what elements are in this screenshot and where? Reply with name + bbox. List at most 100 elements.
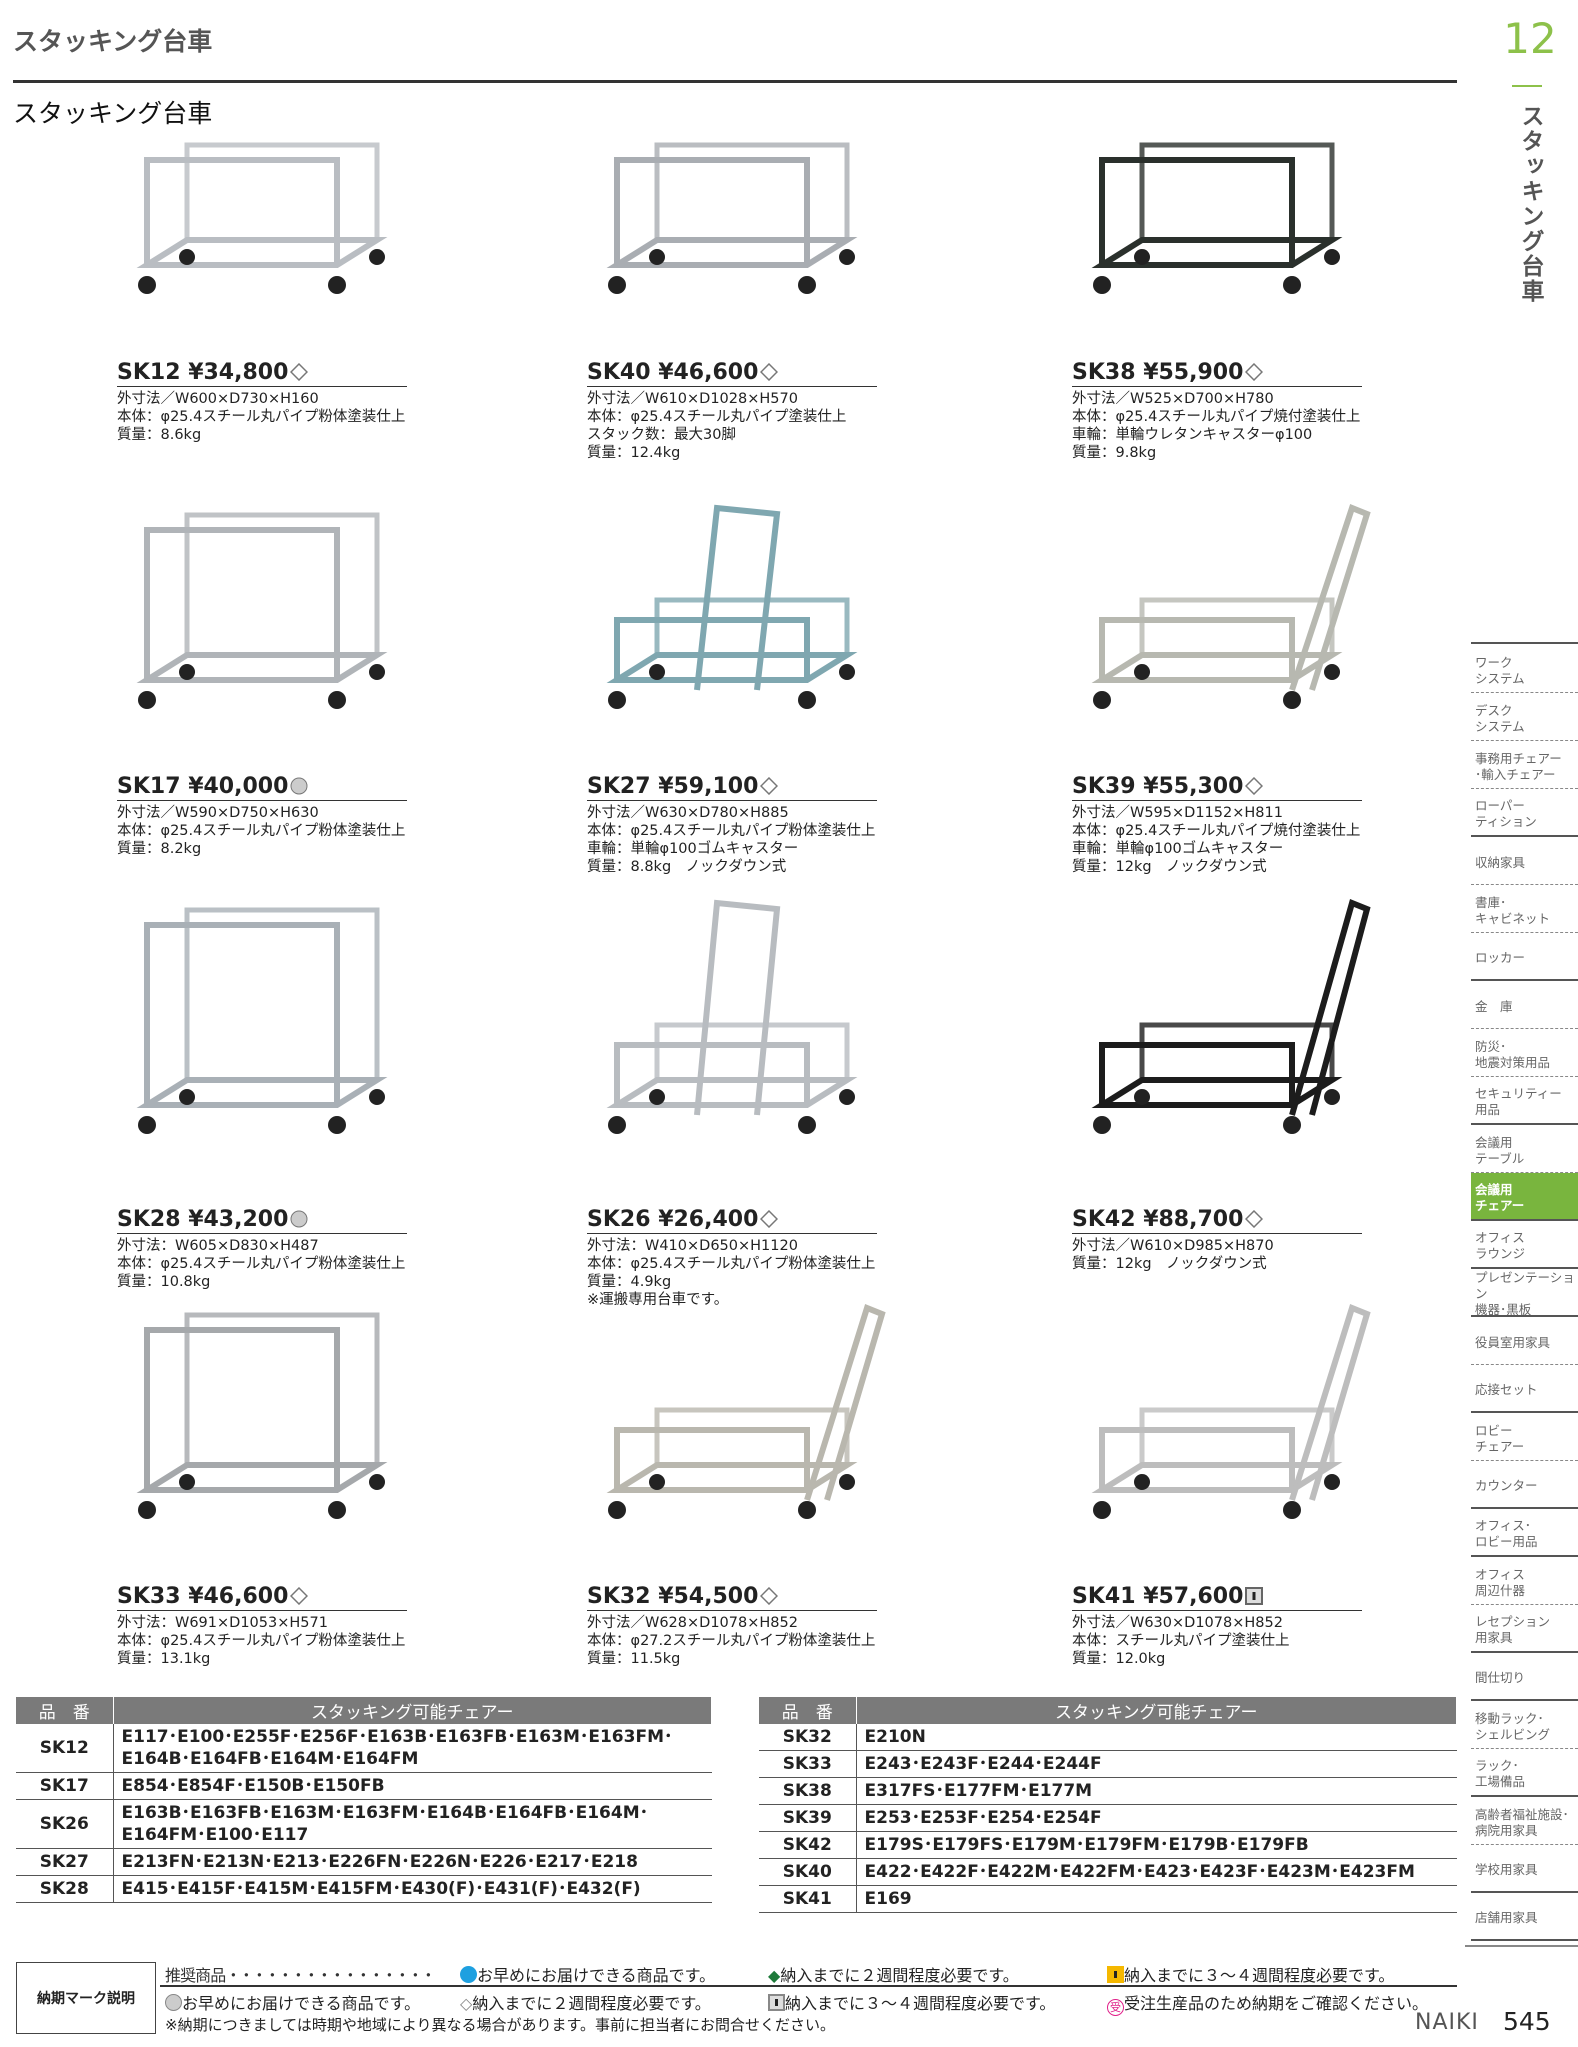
legend-blue-circle: お早めにお届けできる商品です。: [460, 1962, 715, 1986]
sidebar-item[interactable]: 高齢者福祉施設･ 病院用家具: [1471, 1797, 1578, 1845]
product-code: SK33: [117, 1584, 181, 1609]
sidebar-item[interactable]: セキュリティー 用品: [1471, 1077, 1578, 1125]
product-photo: [136, 907, 388, 1134]
product-code: SK28: [117, 1207, 181, 1232]
sidebar-item[interactable]: オフィス 周辺什器: [1471, 1557, 1578, 1605]
made-to-order-icon: 受: [1107, 1999, 1124, 2016]
sidebar-item[interactable]: 移動ラック･ シェルビング: [1471, 1701, 1578, 1749]
sidebar-item[interactable]: 役員室用家具: [1471, 1317, 1578, 1365]
sidebar-item[interactable]: ワーク システム: [1471, 645, 1578, 693]
legend-text: 納入までに３～４週間程度必要です。: [785, 1994, 1056, 2013]
gray-circle-icon: [290, 776, 308, 795]
header-chairs: スタッキング可能チェアー: [113, 1697, 712, 1724]
sidebar-item[interactable]: カウンター: [1471, 1461, 1578, 1509]
sidebar-item[interactable]: オフィス ラウンジ: [1471, 1221, 1578, 1269]
sidebar-item[interactable]: 学校用家具: [1471, 1845, 1578, 1893]
spec-line: 本体：φ25.4スチール丸パイプ粉体塗装仕上: [117, 1633, 406, 1649]
spec-line: 質量：12kg ノックダウン式: [1072, 859, 1267, 875]
product-name-price: SK26 ¥26,400: [587, 1207, 877, 1234]
sidebar-item-label: 応接セット: [1475, 1382, 1538, 1397]
spec-line: 質量：8.8kg ノックダウン式: [587, 859, 787, 875]
sidebar-item[interactable]: 書庫･ キャビネット: [1471, 885, 1578, 933]
gray-circle-icon: [165, 1994, 182, 2011]
header-divider: [13, 80, 1457, 83]
spec-line: 質量：12kg ノックダウン式: [1072, 1256, 1267, 1272]
sidebar-item-label: レセプション 用家具: [1475, 1614, 1551, 1645]
product-code: SK26: [587, 1207, 651, 1232]
legend-diamond: ◇納入までに２週間程度必要です。: [460, 1990, 711, 2014]
product-photo: [606, 1304, 886, 1519]
blue-circle-icon: [460, 1966, 477, 1983]
product-photo: [136, 142, 388, 294]
sidebar-item[interactable]: 会議用 チェアー: [1471, 1173, 1578, 1221]
spec-line: 本体：スチール丸パイプ塗装仕上: [1072, 1633, 1290, 1649]
sidebar-item[interactable]: 金 庫: [1471, 981, 1578, 1029]
spec-line: 外寸法／W525×D700×H780: [1072, 391, 1274, 407]
sidebar-item[interactable]: レセプション 用家具: [1471, 1605, 1578, 1653]
sidebar-item[interactable]: 間仕切り: [1471, 1653, 1578, 1701]
sidebar-item[interactable]: ローパー ティション: [1471, 789, 1578, 837]
sidebar-item[interactable]: デスク システム: [1471, 693, 1578, 741]
sidebar-item[interactable]: ロビー チェアー: [1471, 1413, 1578, 1461]
sidebar-item-label: オフィス･ ロビー用品: [1475, 1518, 1538, 1549]
page-number: 545: [1503, 2007, 1551, 2036]
product-specs: 外寸法／W525×D700×H780 本体：φ25.4スチール丸パイプ焼付塗装仕上…: [1072, 390, 1360, 462]
sidebar-item[interactable]: 店舗用家具: [1471, 1893, 1578, 1941]
product-price: ¥46,600: [658, 360, 759, 385]
sidebar-item-label: オフィス ラウンジ: [1475, 1230, 1526, 1261]
product-name-price: SK32 ¥54,500: [587, 1584, 877, 1611]
row-code: SK27: [16, 1848, 114, 1876]
sidebar-item[interactable]: 収納家具: [1471, 837, 1578, 885]
product-code: SK42: [1072, 1207, 1136, 1232]
sidebar-item[interactable]: プレゼンテーション 機器･黒板: [1471, 1269, 1578, 1317]
sidebar-item[interactable]: 会議用 テーブル: [1471, 1125, 1578, 1173]
spec-line: 質量：9.8kg: [1072, 445, 1157, 461]
yellow-square-icon: [1107, 1966, 1124, 1983]
spec-line: 本体：φ25.4スチール丸パイプ粉体塗装仕上: [117, 409, 406, 425]
sidebar-item[interactable]: 応接セット: [1471, 1365, 1578, 1413]
product-name-price: SK28 ¥43,200: [117, 1207, 407, 1234]
spec-line: 外寸法／W610×D985×H870: [1072, 1238, 1274, 1254]
sidebar-item-label: 店舗用家具: [1475, 1910, 1538, 1925]
product-code: SK27: [587, 774, 651, 799]
product-photo: [1091, 504, 1371, 709]
legend-yellow-square: 納入までに３～４週間程度必要です。: [1107, 1962, 1394, 1986]
diamond-outline-icon: [760, 362, 779, 382]
row-chairs: E415･E415F･E415M･E415FM･E430(F)･E431(F)･…: [113, 1875, 712, 1903]
diamond-outline-icon: [760, 1586, 779, 1606]
spec-line: 質量：8.6kg: [117, 427, 202, 443]
legend-text: お早めにお届けできる商品です。: [477, 1966, 716, 1985]
square-dot-icon: [768, 1994, 785, 2011]
row-chairs: E210N: [856, 1724, 1457, 1751]
spec-line: 本体：φ25.4スチール丸パイプ粉体塗装仕上: [117, 823, 406, 839]
sidebar-item[interactable]: 事務用チェアー ･輸入チェアー: [1471, 741, 1578, 789]
sidebar-item[interactable]: ラック･ 工場備品: [1471, 1749, 1578, 1797]
footer-rule: [1465, 1945, 1578, 1947]
spec-line: 本体：φ25.4スチール丸パイプ焼付塗装仕上: [1072, 409, 1361, 425]
row-chairs: E169: [856, 1885, 1457, 1913]
sidebar-item[interactable]: 防災･ 地震対策用品: [1471, 1029, 1578, 1077]
product-code: SK40: [587, 360, 651, 385]
row-chairs: E253･E253F･E254･E254F: [856, 1804, 1457, 1832]
sidebar-item-label: 金 庫: [1475, 998, 1513, 1014]
legend-text: 受注生産品のため納期をご確認ください。: [1124, 1994, 1429, 2013]
row-code: SK39: [759, 1804, 857, 1832]
legend-green-diamond: ◆納入までに２週間程度必要です。: [768, 1962, 1019, 1986]
spec-line: 質量：13.1kg: [117, 1651, 211, 1667]
legend-note: ※納期につきましては時期や地域により異なる場合があります。事前に担当者にお問合せ…: [165, 2016, 836, 2034]
category-sidebar: ワーク システムデスク システム事務用チェアー ･輸入チェアーローパー ティショ…: [1471, 645, 1578, 1941]
legend-text: 納入までに２週間程度必要です。: [472, 1994, 711, 2013]
row-chairs: E117･E100･E255F･E256F･E163B･E163FB･E163M…: [113, 1724, 712, 1773]
diamond-outline-icon: [290, 1586, 309, 1606]
product-photo: [1091, 1304, 1371, 1519]
product-code: SK41: [1072, 1584, 1136, 1609]
sidebar-item[interactable]: オフィス･ ロビー用品: [1471, 1509, 1578, 1557]
sidebar-item[interactable]: ロッカー: [1471, 933, 1578, 981]
sidebar-item-label: セキュリティー 用品: [1475, 1086, 1562, 1117]
